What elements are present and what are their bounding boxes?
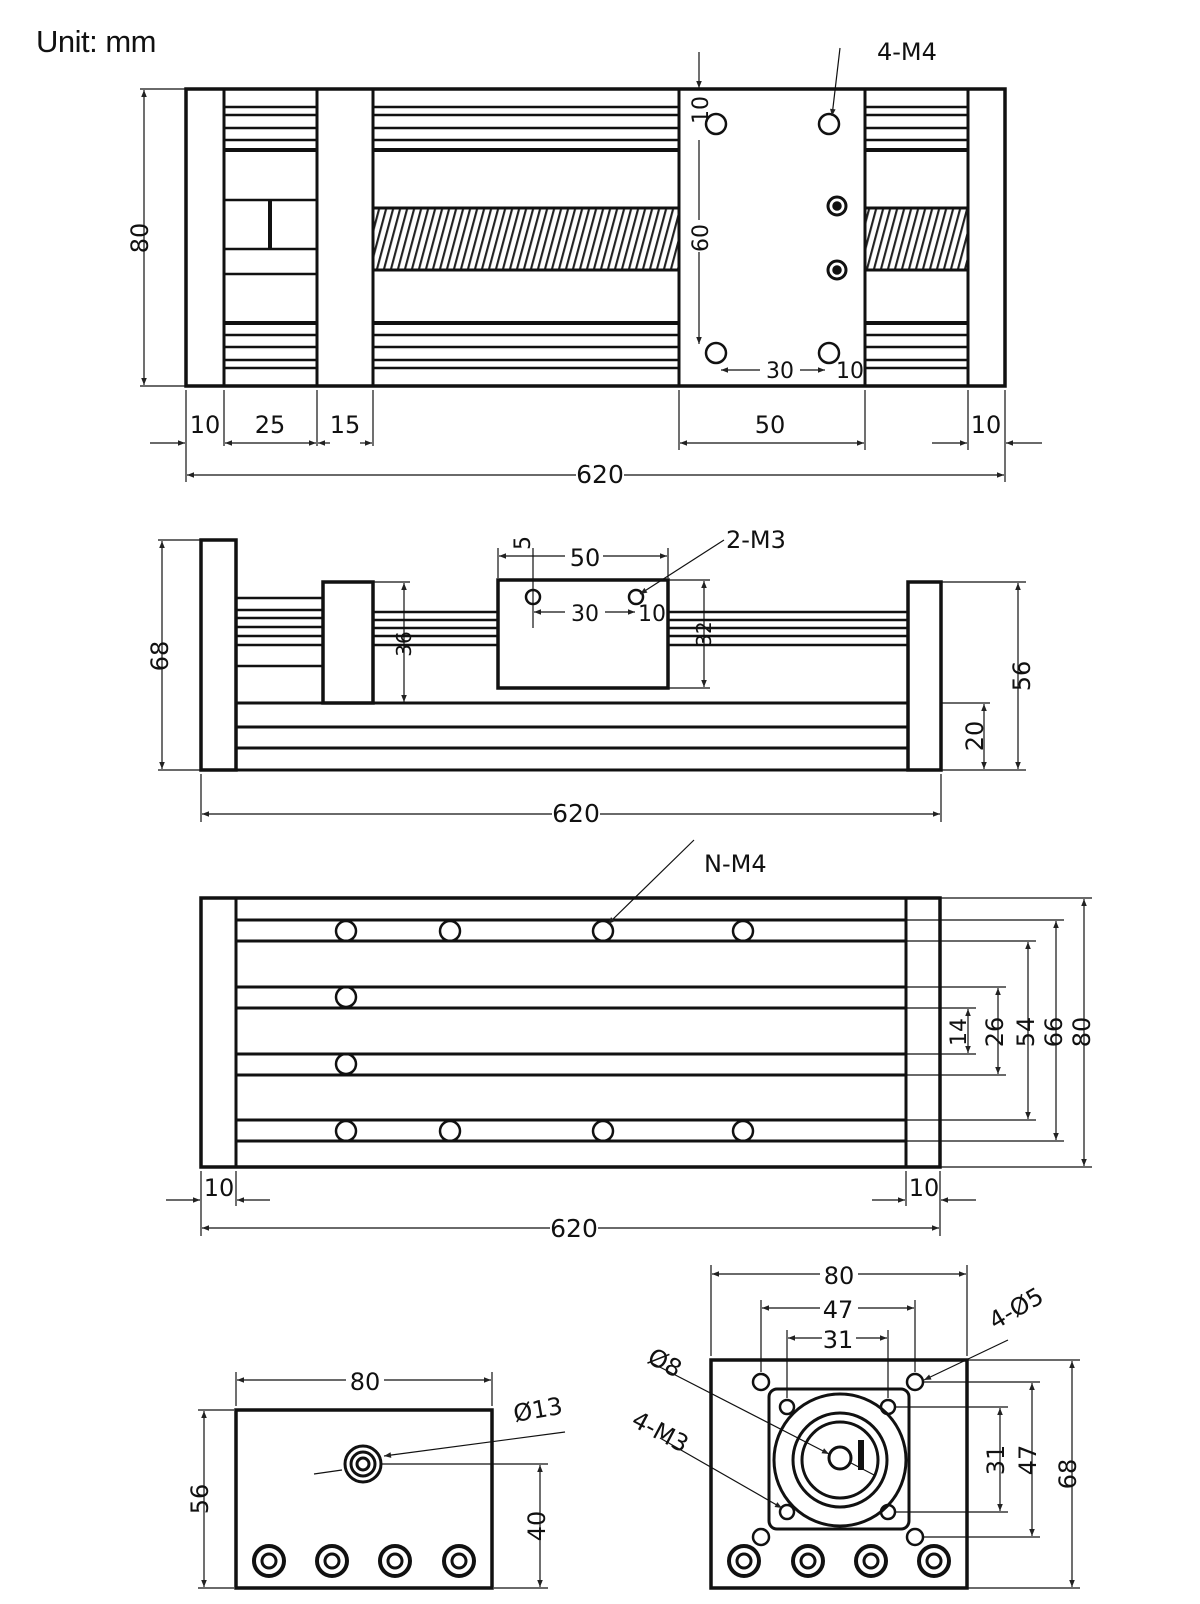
dim-bottom-26: 26: [981, 1017, 1009, 1048]
side-slider: [496, 578, 670, 690]
side-bearing-block: [321, 580, 375, 705]
rails-middle: [373, 105, 679, 370]
motor-boss-inner: [791, 1411, 889, 1509]
dim-endl-56: 56: [186, 1484, 214, 1515]
dim-hole-10: 10: [689, 96, 714, 124]
dim-bottom-54: 54: [1012, 1017, 1040, 1048]
dim-bottom-10-left: 10: [204, 1174, 235, 1202]
coupling: [800, 1420, 880, 1500]
dim-side-36: 36: [392, 631, 416, 656]
side-end-plate-left: [199, 538, 238, 772]
dim-endl-40: 40: [523, 1511, 551, 1542]
side-rails: [236, 608, 908, 647]
end-right-outline: [709, 1358, 969, 1590]
top-view-labels: 80 10 25 15 50 10 620 4-M4 10 60 30 10: [126, 38, 1001, 489]
motor-flange: [767, 1387, 911, 1531]
bottom-slots: [236, 918, 906, 1143]
end-view-left-labels: 80 56 40 Ø13: [186, 1368, 565, 1541]
dim-bottom-10-right: 10: [909, 1174, 940, 1202]
top-view: [140, 47, 1042, 482]
bottom-outline: [199, 896, 942, 1169]
end-view-left: [198, 1372, 566, 1590]
callout-4-m3-motor: 4-M3: [627, 1406, 693, 1459]
dim-top-10a: 10: [190, 411, 221, 439]
dim-hole-60: 60: [689, 224, 714, 252]
dim-hole-30: 30: [766, 359, 794, 384]
dim-side-68: 68: [146, 641, 174, 672]
side-view-dimensions: [158, 539, 1026, 822]
end-view-right-labels: 80 47 31 4-Ø5 Ø8 4-M3 31 47 68: [627, 1262, 1082, 1489]
dim-bottom-66: 66: [1040, 1017, 1068, 1048]
end-plate-right: [966, 87, 1007, 388]
end-right-slot-holes: [727, 1544, 951, 1578]
callout-2-m3: 2-M3: [726, 526, 786, 554]
dim-endr-47: 47: [823, 1296, 854, 1324]
callout-4-dia5: 4-Ø5: [984, 1282, 1048, 1335]
side-base-profile: [234, 701, 910, 772]
end-left-slot-holes: [252, 1544, 476, 1578]
side-end-plate-right: [906, 580, 943, 772]
dim-bottom-80: 80: [1068, 1017, 1096, 1048]
end-right-dimensions: [649, 1265, 1080, 1589]
bottom-view-labels: N-M4 14 26 54 66 80 10 10 620: [204, 850, 1096, 1243]
dim-endr-68: 68: [1054, 1459, 1082, 1490]
bottom-view-dimensions: [166, 839, 1092, 1236]
dim-top-15: 15: [330, 411, 361, 439]
dim-side-20: 20: [961, 721, 989, 752]
bearing-block: [315, 87, 375, 388]
callout-4-m4: 4-M4: [877, 38, 937, 66]
end-plate-left: [184, 87, 226, 388]
lead-screw-right: [863, 206, 970, 272]
rails-right: [865, 105, 968, 370]
motor-mount-holes: [751, 1372, 925, 1547]
dim-side-5: 5: [511, 536, 536, 550]
side-hole-2: [627, 588, 645, 606]
motor-shaft: [827, 1445, 853, 1471]
dim-side-10: 10: [638, 602, 666, 627]
dim-top-620: 620: [576, 460, 624, 489]
bottom-holes: [334, 919, 755, 1143]
dim-endr-v47: 47: [1014, 1445, 1042, 1476]
end-view-right: [649, 1265, 1080, 1590]
end-left-outline: [234, 1408, 494, 1590]
bottom-end-right: [904, 896, 942, 1169]
dim-bottom-620: 620: [550, 1214, 598, 1243]
unit-label: Unit: mm: [36, 24, 157, 59]
dim-endr-31: 31: [823, 1326, 854, 1354]
bottom-view: [166, 839, 1092, 1236]
dim-endr-80: 80: [824, 1262, 855, 1290]
side-view-labels: 68 620 56 20 50 5 2-M3 30 10 36 32: [146, 526, 1036, 828]
lead-screw: [371, 206, 681, 272]
side-view: [158, 538, 1026, 822]
callout-n-m4: N-M4: [704, 850, 767, 878]
dim-side-56: 56: [1008, 661, 1036, 692]
dim-side-620: 620: [552, 799, 600, 828]
dim-top-50: 50: [755, 411, 786, 439]
end-left-shaft: [343, 1444, 383, 1484]
callout-dia-13: Ø13: [511, 1392, 565, 1428]
slider-holes: [704, 112, 848, 365]
motor-boss-outer: [772, 1392, 908, 1528]
dim-top-height: 80: [126, 223, 154, 254]
dim-hole-10-right: 10: [836, 359, 864, 384]
dim-top-10b: 10: [971, 411, 1002, 439]
dim-side-30: 30: [571, 602, 599, 627]
dim-side-50: 50: [570, 544, 601, 572]
rails-left: [224, 105, 317, 370]
dim-bottom-14: 14: [947, 1018, 972, 1046]
bottom-end-left: [199, 896, 238, 1169]
dim-top-25: 25: [255, 411, 286, 439]
dim-endl-80: 80: [350, 1368, 381, 1396]
dim-endr-v31: 31: [982, 1445, 1010, 1476]
dim-side-32: 32: [692, 621, 716, 646]
